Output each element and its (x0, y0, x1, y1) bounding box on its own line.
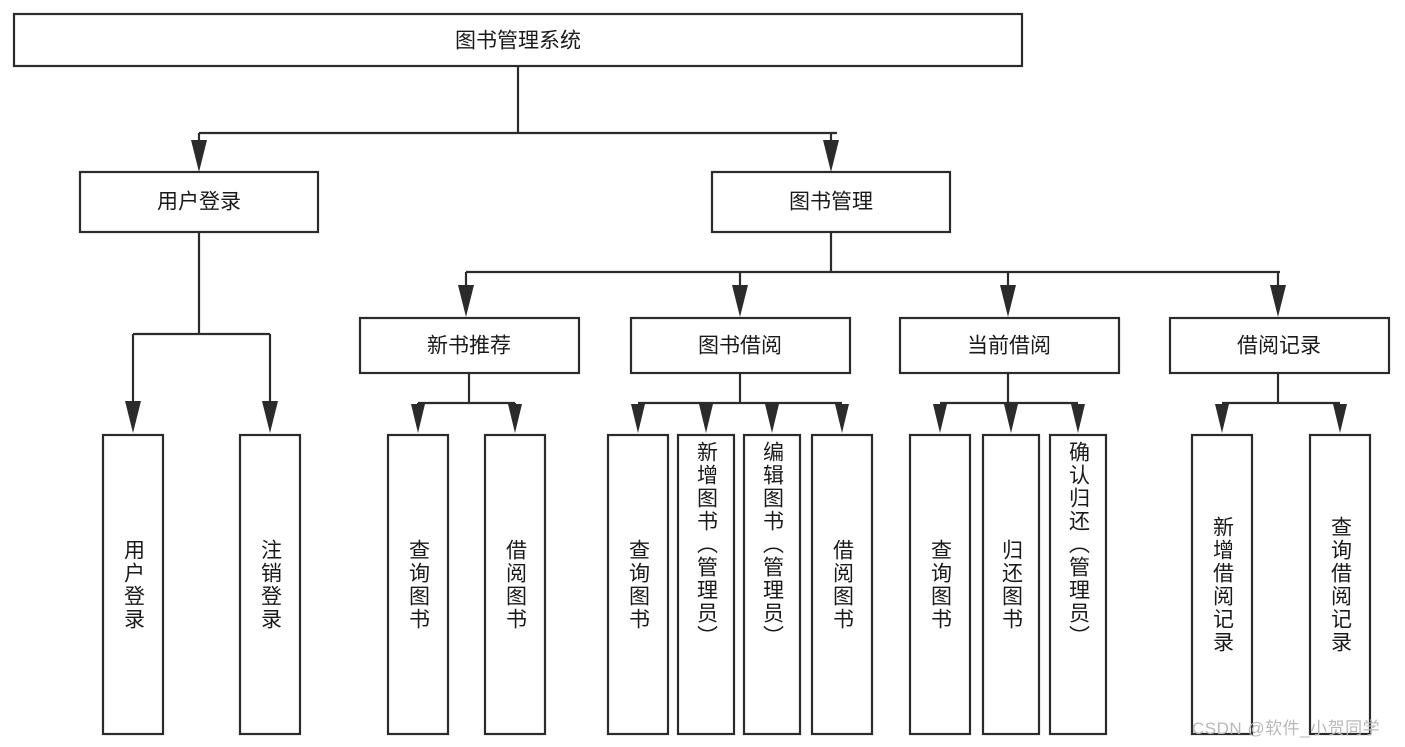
arrow-current-leaf2-icon (1004, 404, 1018, 433)
arrow-current-leaf3-icon (1071, 404, 1085, 433)
node-book-management-box[interactable] (710, 170, 952, 234)
connector-group-borrow (631, 373, 849, 433)
leaf-box-query-borrow-record[interactable] (1308, 433, 1372, 736)
node-user-login-label: 用户登录 (157, 191, 241, 214)
node-book-management-label: 图书管理 (789, 191, 873, 214)
node-root-system[interactable]: 图书管理系统 (12, 12, 1024, 68)
leaf-box-borrow-book[interactable] (810, 433, 874, 736)
connector-group-bookmgmt (458, 232, 1286, 317)
leaf-box-edit-book-admin[interactable] (742, 433, 802, 736)
leaf-box-logout[interactable] (238, 433, 302, 736)
leaf-box-group (101, 433, 1372, 736)
node-borrow-records-label: 借阅记录 (1237, 335, 1321, 358)
connector-group-records (1215, 373, 1347, 433)
node-book-borrow-box[interactable] (629, 316, 852, 375)
arrow-borrow-leaf1-icon (631, 404, 645, 433)
node-new-book-recommend-box[interactable] (358, 316, 581, 375)
node-book-borrow-label: 图书借阅 (698, 335, 782, 358)
node-root-system-label: 图书管理系统 (455, 30, 581, 53)
csdn-watermark: CSDN @软件_小贺同学 (1192, 719, 1381, 738)
leaf-box-borrow-book-newbook[interactable] (483, 433, 547, 736)
arrow-borrow-leaf4-icon (835, 404, 849, 433)
arrow-records-leaf2-icon (1333, 404, 1347, 433)
arrow-current-leaf1-icon (933, 404, 947, 433)
arrow-login-leaf2-icon (262, 401, 278, 433)
connector-group-current (933, 373, 1085, 433)
node-user-login[interactable]: 用户登录 (78, 170, 320, 234)
leaf-box-confirm-return-admin[interactable] (1048, 433, 1108, 736)
arrow-root-to-bookmgmt-icon (823, 140, 839, 172)
connector-group-login (125, 232, 278, 433)
leaf-box-user-login[interactable] (101, 433, 165, 736)
node-current-borrow-label: 当前借阅 (967, 335, 1051, 358)
leaf-box-add-book-admin[interactable] (676, 433, 736, 736)
node-new-book-recommend-label: 新书推荐 (427, 335, 511, 358)
arrow-newbook-leaf1-icon (411, 404, 425, 433)
arrow-bookmgmt-borrow-icon (732, 285, 748, 317)
arrow-newbook-leaf2-icon (508, 404, 522, 433)
arrow-borrow-leaf2-icon (699, 404, 713, 433)
arrow-borrow-leaf3-icon (765, 404, 779, 433)
connector-group-root (191, 66, 839, 172)
connector-group-newbook (411, 373, 522, 433)
arrow-bookmgmt-current-icon (1000, 285, 1016, 317)
arrow-records-leaf1-icon (1215, 404, 1229, 433)
node-root-system-box[interactable] (12, 12, 1024, 68)
node-borrow-records-box[interactable] (1168, 316, 1391, 375)
leaf-box-query-book-current[interactable] (908, 433, 972, 736)
node-book-management[interactable]: 图书管理 (710, 170, 952, 234)
node-user-login-box[interactable] (78, 170, 320, 234)
arrow-root-to-login-icon (191, 140, 207, 172)
node-current-borrow-box[interactable] (898, 316, 1121, 375)
arrow-bookmgmt-newbook-icon (458, 285, 474, 317)
node-book-borrow[interactable]: 图书借阅 (629, 316, 852, 375)
node-current-borrow[interactable]: 当前借阅 (898, 316, 1121, 375)
arrow-bookmgmt-records-icon (1270, 285, 1286, 317)
leaf-box-add-borrow-record[interactable] (1190, 433, 1254, 736)
node-new-book-recommend[interactable]: 新书推荐 (358, 316, 581, 375)
leaf-box-query-book-newbook[interactable] (386, 433, 450, 736)
arrow-login-leaf1-icon (125, 401, 141, 433)
node-borrow-records[interactable]: 借阅记录 (1168, 316, 1391, 375)
leaf-box-return-book[interactable] (981, 433, 1041, 736)
leaf-box-query-book-borrow[interactable] (606, 433, 670, 736)
